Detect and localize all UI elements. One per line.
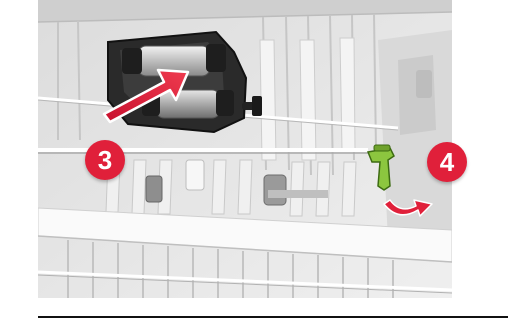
step-3-badge: 3	[85, 140, 125, 180]
step-4-badge: 4	[427, 142, 467, 182]
horizontal-rule	[38, 316, 508, 318]
